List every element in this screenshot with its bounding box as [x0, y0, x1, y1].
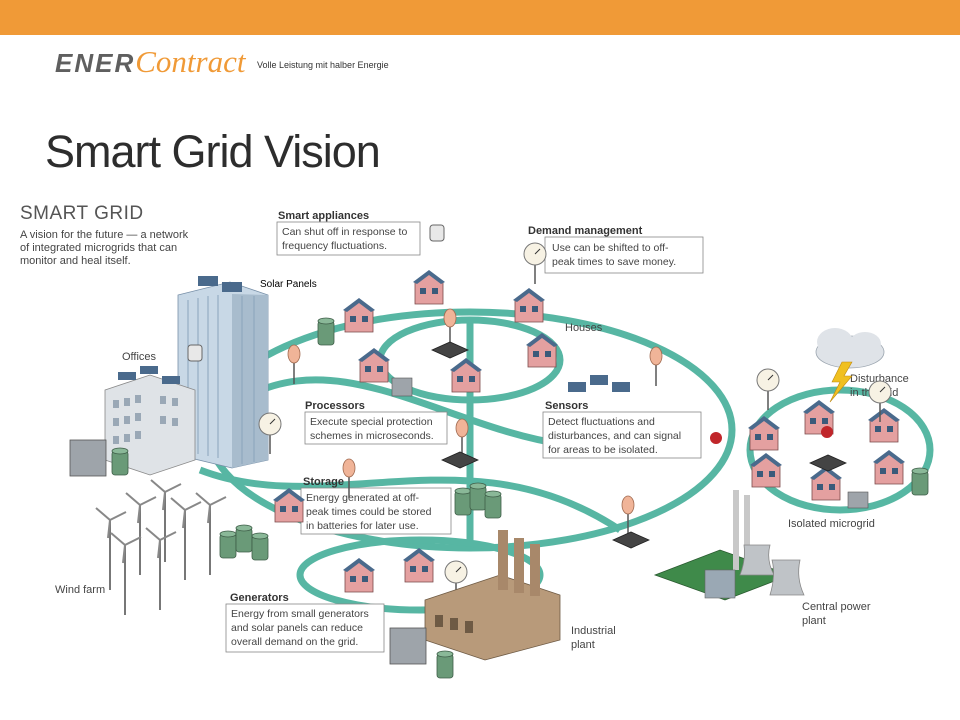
intro-line-1: A vision for the future — a network [20, 229, 189, 241]
processors-title: Processors [305, 400, 365, 412]
sensors-line-1: Detect fluctuations and [548, 416, 655, 428]
logo-contract-text: Contract [135, 44, 246, 79]
storage-line-2: peak times could be stored [306, 506, 432, 518]
solar-panels-label: Solar Panels [258, 279, 319, 290]
industrial-label-1: Industrial [571, 625, 616, 637]
wind-farm [95, 479, 227, 616]
disturbance-label-1: Disturbance [850, 373, 909, 385]
demand-management-title: Demand management [528, 225, 643, 237]
storage-callout: Storage Energy generated at off- peak ti… [300, 476, 452, 535]
sensors-title: Sensors [545, 400, 588, 412]
generators-callout: Generators Energy from small generators … [225, 592, 385, 653]
central-plant-label-2: plant [802, 615, 826, 627]
storage-line-1: Energy generated at off- [306, 492, 420, 504]
central-power-plant [653, 490, 805, 601]
central-plant-label-1: Central power [802, 601, 871, 613]
processors-callout: Processors Execute special protection sc… [304, 400, 448, 445]
slide-title: Smart Grid Vision [45, 126, 381, 177]
storage-title: Storage [303, 476, 344, 488]
generators-line-2: and solar panels can reduce [231, 622, 363, 634]
tagline: Volle Leistung mit halber Energie [257, 60, 389, 70]
processors-line-1: Execute special protection [310, 416, 433, 428]
red-signal-lights [710, 426, 833, 444]
industrial-label-2: plant [571, 639, 595, 651]
storage-line-3: in batteries for later use. [306, 520, 419, 532]
isolated-microgrid-label: Isolated microgrid [788, 518, 875, 530]
wind-farm-label: Wind farm [55, 584, 105, 596]
houses-label: Houses [565, 322, 603, 334]
processors-line-2: schemes in microseconds. [310, 430, 434, 442]
intro-line-2: of integrated microgrids that can [20, 242, 177, 254]
demand-management-line-2: peak times to save money. [552, 256, 676, 268]
generators-title: Generators [230, 592, 289, 604]
sensors-callout: Sensors Detect fluctuations and disturba… [542, 400, 702, 459]
smart-appliances-callout: Smart appliances Can shut off in respons… [276, 210, 421, 256]
header-bar [0, 0, 960, 35]
industrial-plant [424, 530, 561, 661]
storm-cloud-icon [815, 328, 885, 403]
generators-line-3: overall demand on the grid. [231, 636, 358, 648]
logo-ener-text: ENER [55, 48, 136, 78]
demand-management-line-1: Use can be shifted to off- [552, 242, 669, 254]
sensors-line-2: disturbances, and can signal [548, 430, 681, 442]
offices-label: Offices [122, 351, 157, 363]
intro-block: SMART GRID A vision for the future — a n… [20, 203, 189, 267]
smart-appliances-title: Smart appliances [278, 210, 369, 222]
solar-panel-array [187, 224, 630, 392]
smart-appliances-line-1: Can shut off in response to [282, 226, 407, 238]
smart-appliances-line-2: frequency fluctuations. [282, 240, 387, 252]
smart-grid-diagram: SMART GRID A vision for the future — a n… [20, 203, 934, 679]
intro-line-3: monitor and heal itself. [20, 255, 131, 267]
diagram-heading: SMART GRID [20, 203, 144, 224]
sensors-line-3: for areas to be isolated. [548, 444, 658, 456]
demand-management-callout: Demand management Use can be shifted to … [528, 225, 704, 274]
generators-line-1: Energy from small generators [231, 608, 369, 620]
generator-units [69, 377, 869, 665]
